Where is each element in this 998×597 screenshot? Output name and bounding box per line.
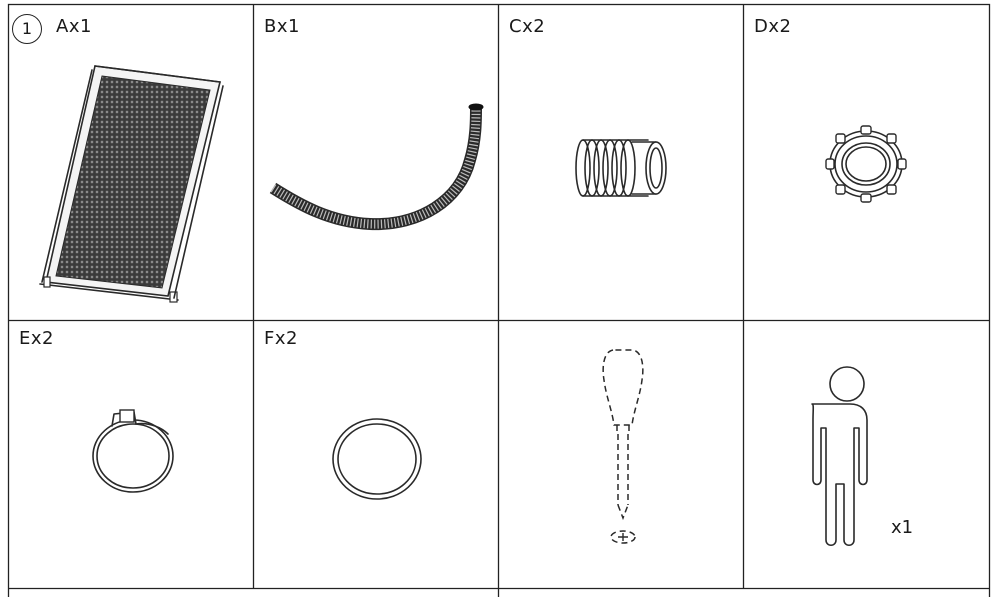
part-e-label: Ex2 (19, 328, 54, 349)
part-f-label: Fx2 (264, 328, 298, 349)
part-c-label: Cx2 (509, 16, 546, 37)
part-a-label: Ax1 (56, 16, 92, 37)
step-number-badge: 1 (12, 14, 42, 44)
part-b-label: Bx1 (264, 16, 300, 37)
person-quantity-label: x1 (891, 517, 914, 538)
part-d-label: Dx2 (754, 16, 792, 37)
